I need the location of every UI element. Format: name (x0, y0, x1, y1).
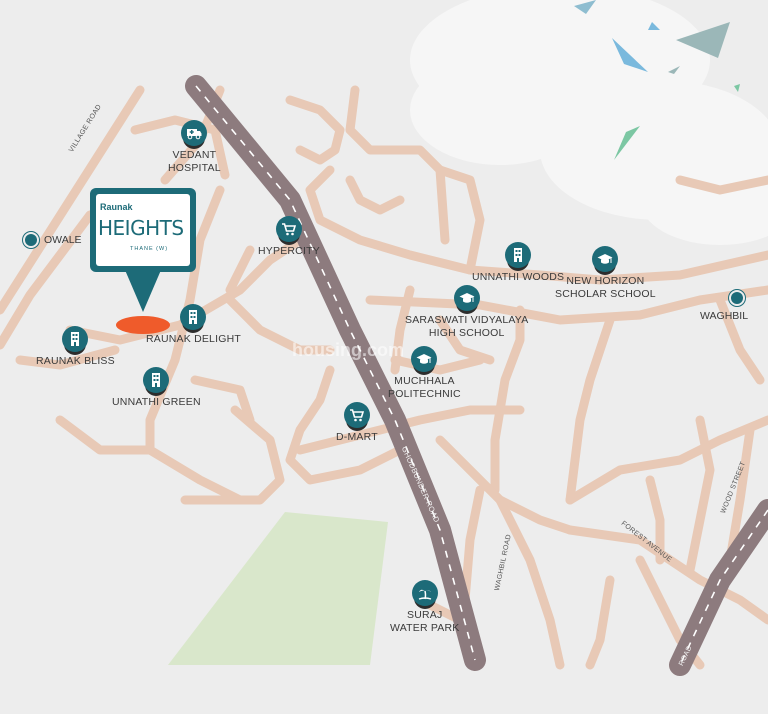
poi-d-mart[interactable]: D-MART (336, 402, 378, 444)
poi-label: HYPERCITY (258, 245, 320, 257)
project-pin-pointer (125, 270, 161, 312)
watermark: housing.com (292, 340, 404, 360)
poi-raunak-delight[interactable]: RAUNAK DELIGHT (146, 304, 241, 346)
ambulance-icon (181, 120, 208, 146)
poi-hypercity[interactable]: HYPERCITY (258, 216, 320, 258)
poi-suraj-water-park[interactable]: SURAJ WATER PARK (390, 580, 459, 635)
poi-label: D-MART (336, 431, 378, 443)
building-icon (505, 242, 532, 268)
project-location-marker[interactable] (116, 316, 170, 334)
poi-label: SARASWATI VIDYALAYA HIGH SCHOOL (405, 314, 529, 339)
poi-label: UNNATHI WOODS (472, 271, 565, 283)
poi-muchhala-politechnic[interactable]: MUCHHALA POLITECHNIC (388, 346, 461, 401)
project-brand: Raunak (100, 202, 133, 212)
building-icon (62, 326, 89, 352)
poi-label: RAUNAK BLISS (36, 355, 115, 367)
poi-raunak-bliss[interactable]: RAUNAK BLISS (36, 326, 115, 368)
owale-label: OWALE (44, 234, 82, 246)
poi-new-horizon-school[interactable]: NEW HORIZON SCHOLAR SCHOOL (555, 246, 656, 301)
triangle-decoration (574, 0, 740, 160)
graduation-cap-icon (411, 346, 438, 372)
waghbil-marker[interactable] (731, 292, 743, 304)
poi-unnathi-green[interactable]: UNNATHI GREEN (112, 367, 201, 409)
shopping-cart-icon (343, 402, 370, 428)
poi-label: UNNATHI GREEN (112, 396, 201, 408)
poi-vedant-hospital[interactable]: VEDANT HOSPITAL (168, 120, 221, 175)
poi-label: SURAJ WATER PARK (390, 609, 460, 634)
poi-label: VEDANT HOSPITAL (168, 149, 221, 174)
poi-label: RAUNAK DELIGHT (146, 333, 241, 345)
graduation-cap-icon (453, 285, 480, 311)
poi-unnathi-woods[interactable]: UNNATHI WOODS (472, 242, 564, 284)
graduation-cap-icon (592, 246, 619, 272)
project-logo-card[interactable]: Raunak HEIGHTS THANE (W) (90, 188, 196, 272)
project-name: HEIGHTS (98, 216, 184, 240)
ghodbunder-highway (185, 75, 486, 671)
palm-tree-icon (411, 580, 438, 606)
poi-label: MUCHHALA POLITECHNIC (388, 375, 461, 400)
building-icon (180, 304, 207, 330)
poi-saraswati-school[interactable]: SARASWATI VIDYALAYA HIGH SCHOOL (405, 285, 528, 340)
project-location: THANE (W) (130, 246, 169, 252)
shopping-cart-icon (275, 216, 302, 242)
park-area (168, 512, 388, 665)
owale-marker[interactable] (25, 234, 37, 246)
poi-label: NEW HORIZON SCHOLAR SCHOOL (555, 275, 656, 300)
right-highway (669, 499, 768, 676)
project-logo-inner (96, 194, 190, 266)
waghbil-label: WAGHBIL (700, 310, 749, 322)
building-icon (143, 367, 170, 393)
